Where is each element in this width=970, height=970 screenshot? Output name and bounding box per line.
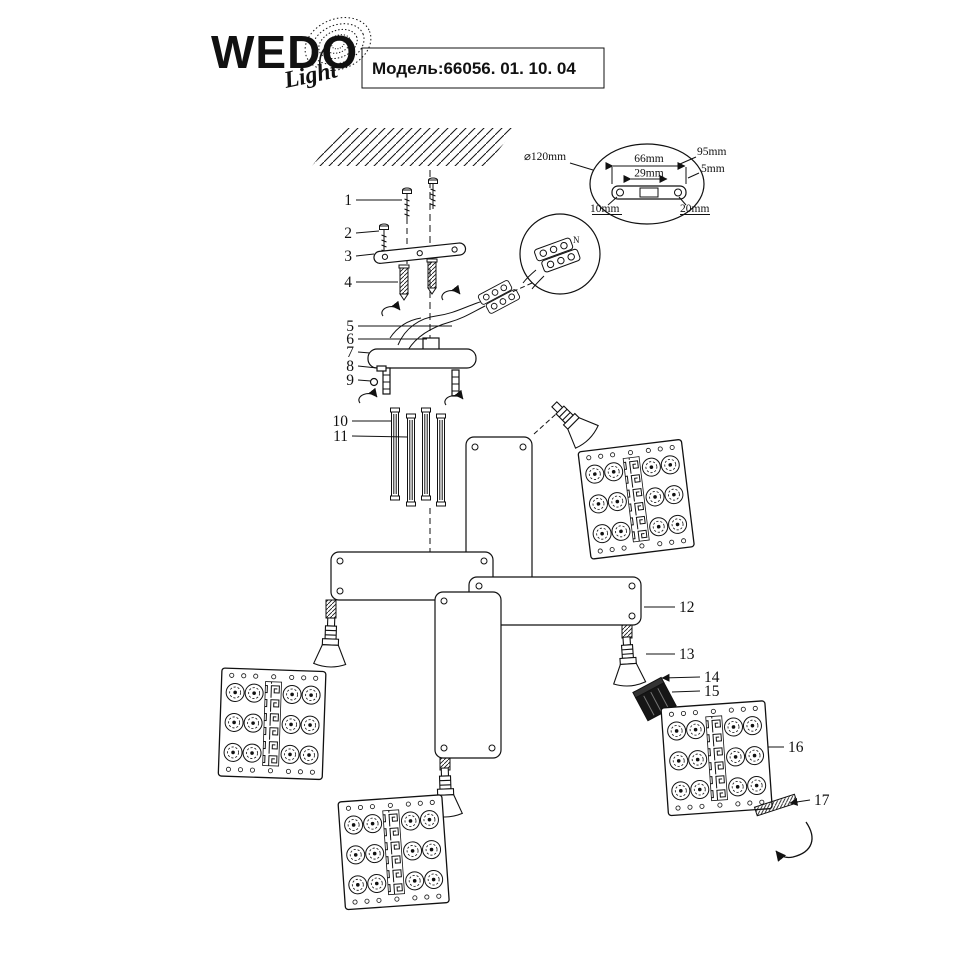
lampshade [338, 795, 449, 910]
leader-line [357, 365, 378, 369]
part-6-label: 6 [346, 331, 354, 348]
lampshade [218, 668, 326, 780]
lamp-holder-socket [313, 616, 348, 669]
dim-5-label: 5mm [701, 163, 725, 175]
twist-arrow-icon [445, 396, 463, 405]
lamp-holder-socket [542, 392, 601, 451]
part-17-label: 17 [814, 792, 830, 809]
bracket-hole [674, 188, 682, 197]
part-5-label: 5 [346, 318, 354, 335]
twist-arrow-icon [442, 291, 460, 300]
body-arm-left [330, 551, 494, 601]
stud-bolt [382, 367, 391, 395]
lock-nut [376, 365, 387, 372]
dim-diameter-label: ⌀120mm [524, 151, 566, 163]
tube-rod [390, 407, 400, 501]
stud-bolt [451, 369, 460, 397]
wall-anchor-icon [398, 264, 410, 301]
lamp-holder-socket [609, 635, 647, 688]
part-14-label: 14 [704, 669, 720, 686]
dim-leader [569, 162, 594, 171]
twist-arrow-icon [359, 394, 377, 403]
screw-hole [471, 443, 479, 451]
dim-66-label: 66mm [634, 153, 663, 165]
mounting-strap [373, 242, 467, 264]
leader-line [357, 351, 371, 354]
screw-hole [336, 587, 344, 595]
tube-rod [406, 413, 416, 507]
brand-wordmark: WEDO [211, 26, 358, 78]
part-10-label: 10 [333, 413, 349, 430]
strain-relief [422, 337, 440, 351]
screw-hole [628, 582, 636, 590]
screw-hole [628, 612, 636, 620]
wire-path [389, 317, 422, 339]
wire-path [397, 297, 492, 346]
nut-icon [369, 377, 379, 387]
model-box [361, 47, 605, 89]
screw-hole [488, 744, 496, 752]
part-16-label: 16 [788, 739, 804, 756]
part-3-label: 3 [344, 248, 352, 265]
screw-hole [475, 582, 483, 590]
tube-rod [436, 413, 446, 507]
canopy-plate [367, 348, 477, 369]
lampshade [578, 439, 694, 559]
dim-10-label: 10mm [590, 203, 619, 215]
wire-stub [522, 269, 537, 284]
part-15-label: 15 [704, 683, 720, 700]
bracket-drawing [611, 185, 687, 200]
twist-arrow-icon [382, 307, 400, 316]
dim-29-label: 29mm [634, 168, 663, 180]
body-arm-down [434, 591, 502, 759]
model-number: Модель:66056. 01. 10. 04 [372, 59, 576, 78]
part-1-label: 1 [344, 192, 352, 209]
part-8-label: 8 [346, 358, 354, 375]
dim-95-label: 95mm [697, 146, 726, 158]
bracket-hole [616, 188, 624, 197]
insert-arrow [661, 673, 701, 682]
bracket-slot [639, 187, 659, 198]
dim-leader [687, 172, 700, 179]
wall-anchor-icon [426, 258, 438, 295]
lampshade [661, 701, 772, 816]
wire-stub [531, 275, 545, 290]
part-12-label: 12 [679, 599, 695, 616]
explode-guide [533, 413, 557, 435]
dim-leader [678, 196, 687, 206]
terminal-block [476, 277, 522, 317]
threaded-nipple [325, 599, 337, 619]
screw-hole [336, 557, 344, 565]
dim-20-label: 20mm [680, 203, 709, 215]
dim-leader [679, 156, 697, 165]
dim-leader [607, 196, 618, 206]
leader-line [351, 435, 408, 438]
part-4-label: 4 [344, 274, 352, 291]
leader-line [671, 690, 701, 693]
part-13-label: 13 [679, 646, 695, 663]
screw-icon [402, 187, 412, 220]
leader-arrow [789, 797, 811, 806]
screw-hole [480, 557, 488, 565]
ceiling-hatch [312, 128, 516, 166]
wire-n-label: N [573, 235, 580, 245]
part-9-label: 9 [346, 372, 354, 389]
part-7-label: 7 [346, 344, 354, 361]
screw-hole [519, 443, 527, 451]
detail-leader [511, 282, 533, 293]
rotate-arrow-icon [775, 821, 813, 862]
leader-line [355, 230, 380, 234]
part-2-label: 2 [344, 225, 352, 242]
screw-hole [440, 597, 448, 605]
tube-rod [421, 407, 431, 501]
leader-line [357, 379, 372, 382]
part-11-label: 11 [333, 428, 348, 445]
leader-line [355, 253, 375, 257]
screw-hole [440, 744, 448, 752]
threaded-nipple [621, 624, 633, 639]
wire-path [407, 305, 486, 351]
